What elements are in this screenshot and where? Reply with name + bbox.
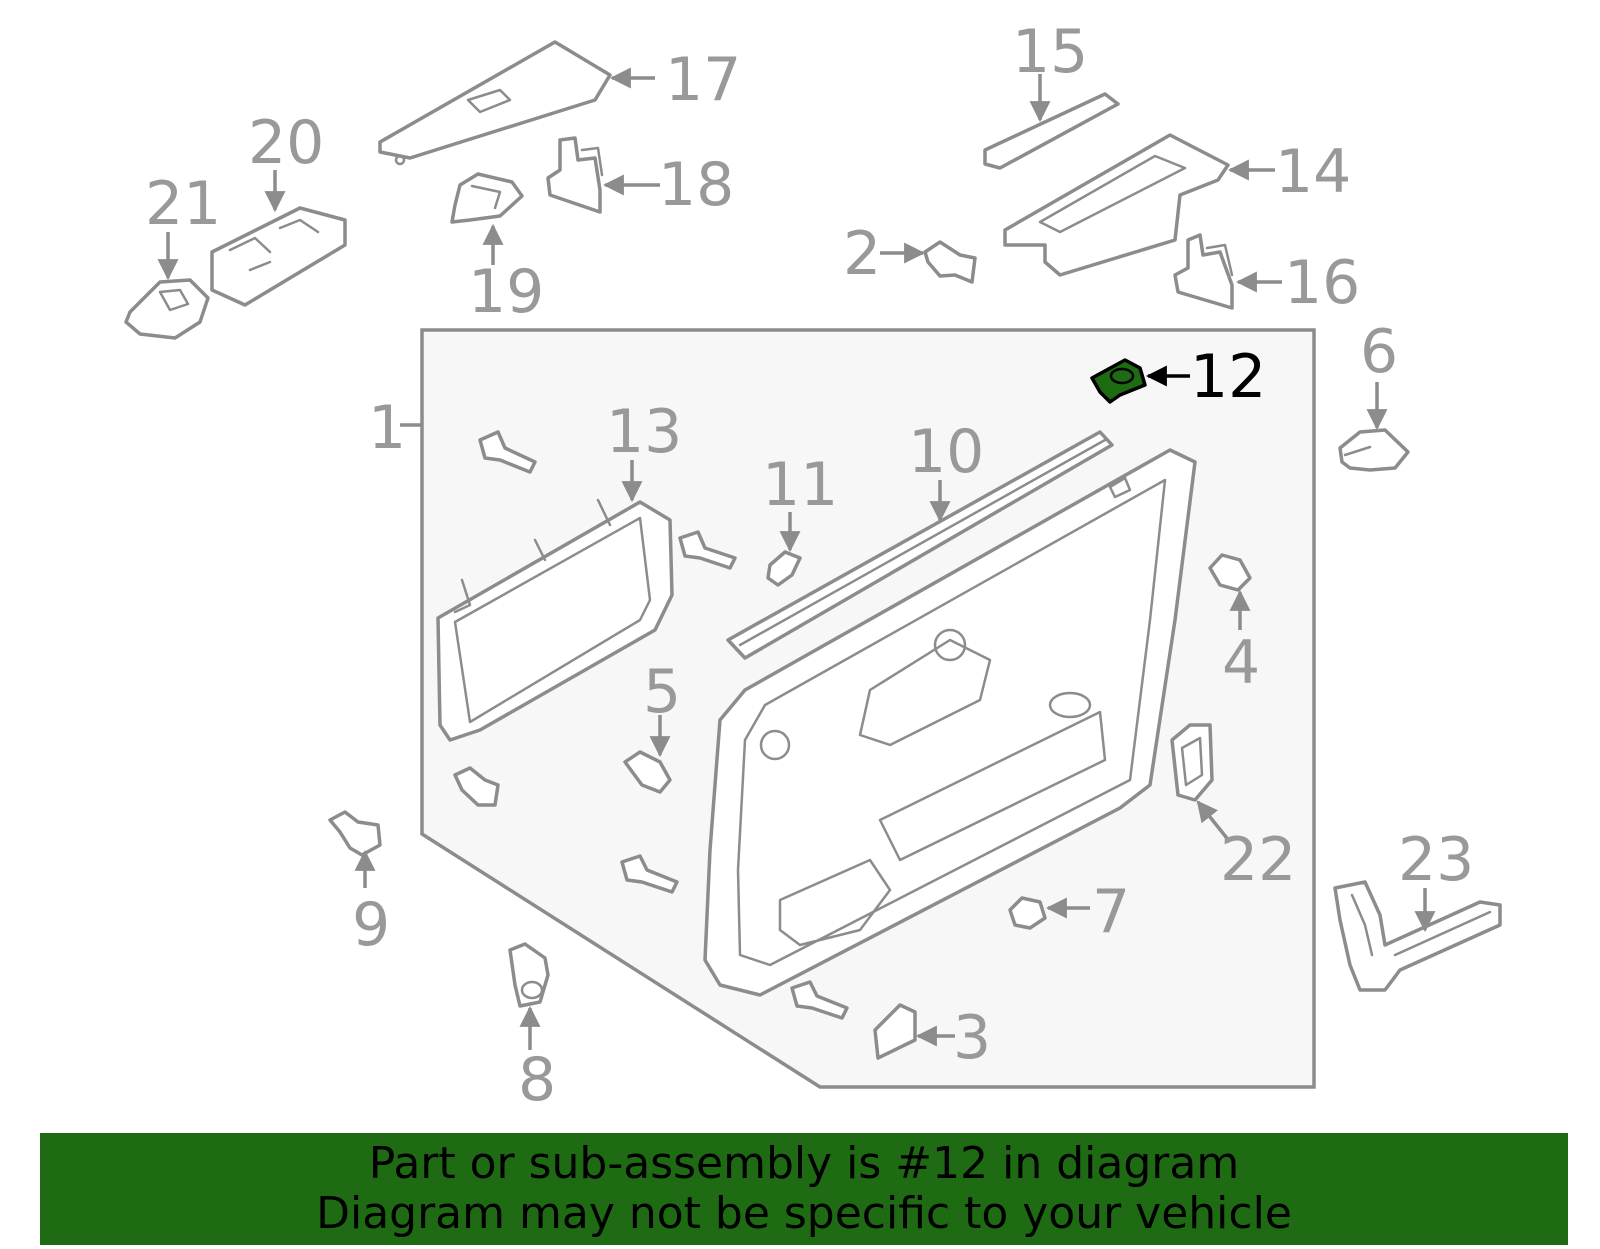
part-4-clip[interactable] <box>1208 553 1252 630</box>
callout-22[interactable]: 22 <box>1220 825 1296 895</box>
screw-top-left[interactable] <box>478 430 537 474</box>
callout-19[interactable]: 19 <box>468 257 544 327</box>
part-15-trim-strip[interactable] <box>983 74 1120 170</box>
part-7-clip[interactable] <box>1008 896 1090 930</box>
callout-9[interactable]: 9 <box>352 890 390 960</box>
callout-5[interactable]: 5 <box>643 657 681 727</box>
part-8-clip[interactable] <box>508 942 550 1050</box>
info-banner: Part or sub-assembly is #12 in diagram D… <box>40 1133 1568 1245</box>
part-3-bracket[interactable] <box>873 1003 955 1060</box>
part-10-weatherstrip[interactable] <box>726 430 1114 660</box>
callout-13[interactable]: 13 <box>606 397 682 467</box>
callout-17[interactable]: 17 <box>665 45 741 115</box>
callout-23[interactable]: 23 <box>1398 825 1474 895</box>
part-5-clip[interactable] <box>623 715 672 794</box>
part-13-map-pocket[interactable] <box>436 460 674 742</box>
parts-diagram: 1 2 3 4 5 6 7 8 9 10 11 12 13 14 15 16 1… <box>124 17 1502 1115</box>
part-23-pull-handle[interactable] <box>1333 880 1502 992</box>
callout-18[interactable]: 18 <box>658 150 734 220</box>
part-14-armrest-cover[interactable] <box>1003 133 1275 277</box>
callout-15[interactable]: 15 <box>1012 17 1088 87</box>
banner-line-1: Part or sub-assembly is #12 in diagram <box>368 1138 1240 1189</box>
door-trim-panel[interactable] <box>703 448 1197 997</box>
callout-10[interactable]: 10 <box>908 417 984 487</box>
part-16-clip[interactable] <box>1173 233 1282 310</box>
callout-12[interactable]: 12 <box>1190 342 1266 412</box>
screw-lower-left[interactable] <box>620 854 679 894</box>
part-11-clip[interactable] <box>766 512 802 587</box>
part-9-clip[interactable] <box>328 810 382 888</box>
banner-line-2: Diagram may not be specific to your vehi… <box>316 1188 1292 1239</box>
callout-14[interactable]: 14 <box>1275 137 1351 207</box>
part-6-fastener[interactable] <box>1338 382 1410 472</box>
callout-11[interactable]: 11 <box>762 450 838 520</box>
part-21-switch[interactable] <box>124 232 210 340</box>
part-18-clip[interactable] <box>546 136 660 214</box>
callout-20[interactable]: 20 <box>248 108 324 178</box>
callout-21[interactable]: 21 <box>145 169 221 239</box>
part-22-handle-bezel[interactable] <box>1170 723 1232 844</box>
part-19-switch[interactable] <box>450 172 524 265</box>
callout-16[interactable]: 16 <box>1284 248 1360 318</box>
part-2-clip[interactable] <box>880 240 977 284</box>
part-12-highlighted-switch[interactable] <box>1090 358 1190 404</box>
screw-mid[interactable] <box>678 530 737 570</box>
clip-left-mid[interactable] <box>453 766 500 807</box>
callout-1[interactable]: 1 <box>368 393 406 463</box>
screw-bottom[interactable] <box>790 980 849 1020</box>
callout-3[interactable]: 3 <box>953 1003 991 1073</box>
callout-2[interactable]: 2 <box>843 219 881 289</box>
callout-6[interactable]: 6 <box>1360 317 1398 387</box>
part-20-master-switch[interactable] <box>210 170 347 307</box>
callout-4[interactable]: 4 <box>1222 628 1260 698</box>
part-17-switch-bezel[interactable] <box>378 40 655 166</box>
callout-7[interactable]: 7 <box>1092 877 1130 947</box>
callout-8[interactable]: 8 <box>518 1045 556 1115</box>
